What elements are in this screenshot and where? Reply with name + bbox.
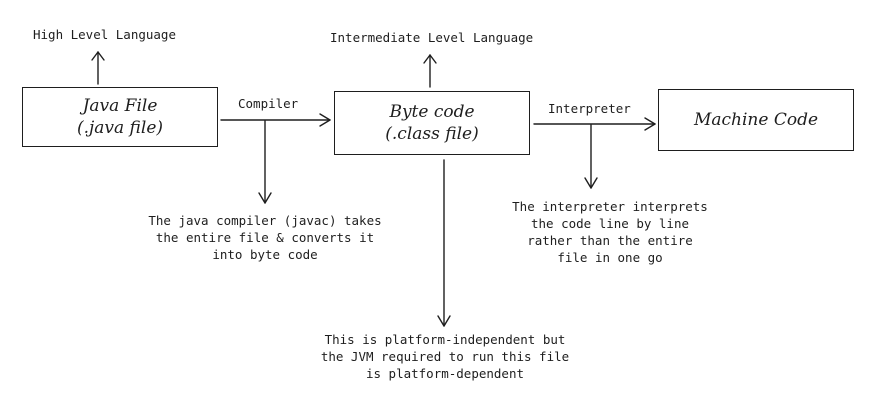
compiler-note-line: The java compiler (javac) takes — [148, 213, 382, 228]
machine-code-box: Machine Code — [658, 89, 854, 151]
interpreter-note-line: file in one go — [557, 250, 663, 265]
java-file-box: Java File (.java file) — [22, 87, 218, 147]
byte-code-box: Byte code (.class file) — [334, 91, 530, 155]
compiler-label: Compiler — [238, 96, 299, 111]
compiler-note-line: into byte code — [212, 247, 318, 262]
arrow-interpreter — [533, 117, 656, 131]
compiler-note: The java compiler (javac) takes the enti… — [130, 212, 400, 263]
arrow-java-to-high-level — [91, 51, 105, 85]
bytecode-note-line: This is platform-independent but — [324, 332, 566, 347]
arrow-compiler-note — [258, 120, 272, 204]
arrow-compiler — [220, 113, 331, 127]
byte-code-subtitle: (.class file) — [385, 124, 479, 144]
java-file-subtitle: (.java file) — [76, 118, 164, 138]
interpreter-note-line: rather than the entire — [527, 233, 693, 248]
interpreter-note: The interpreter interprets the code line… — [480, 198, 740, 266]
arrow-bytecode-note — [437, 159, 451, 327]
bytecode-note: This is platform-independent but the JVM… — [305, 331, 585, 382]
compiler-note-line: the entire file & converts it — [155, 230, 375, 245]
arrow-bytecode-to-intermediate — [423, 54, 437, 88]
interpreter-note-line: The interpreter interprets — [512, 199, 708, 214]
intermediate-level-language-label: Intermediate Level Language — [330, 30, 534, 45]
java-file-title: Java File — [82, 96, 158, 116]
byte-code-title: Byte code — [389, 102, 475, 122]
bytecode-note-line: is platform-dependent — [365, 366, 525, 381]
arrow-interpreter-note — [584, 124, 598, 189]
interpreter-label: Interpreter — [548, 101, 631, 116]
machine-code-title: Machine Code — [693, 110, 819, 130]
bytecode-note-line: the JVM required to run this file — [320, 349, 570, 364]
high-level-language-label: High Level Language — [33, 27, 176, 42]
interpreter-note-line: the code line by line — [530, 216, 690, 231]
